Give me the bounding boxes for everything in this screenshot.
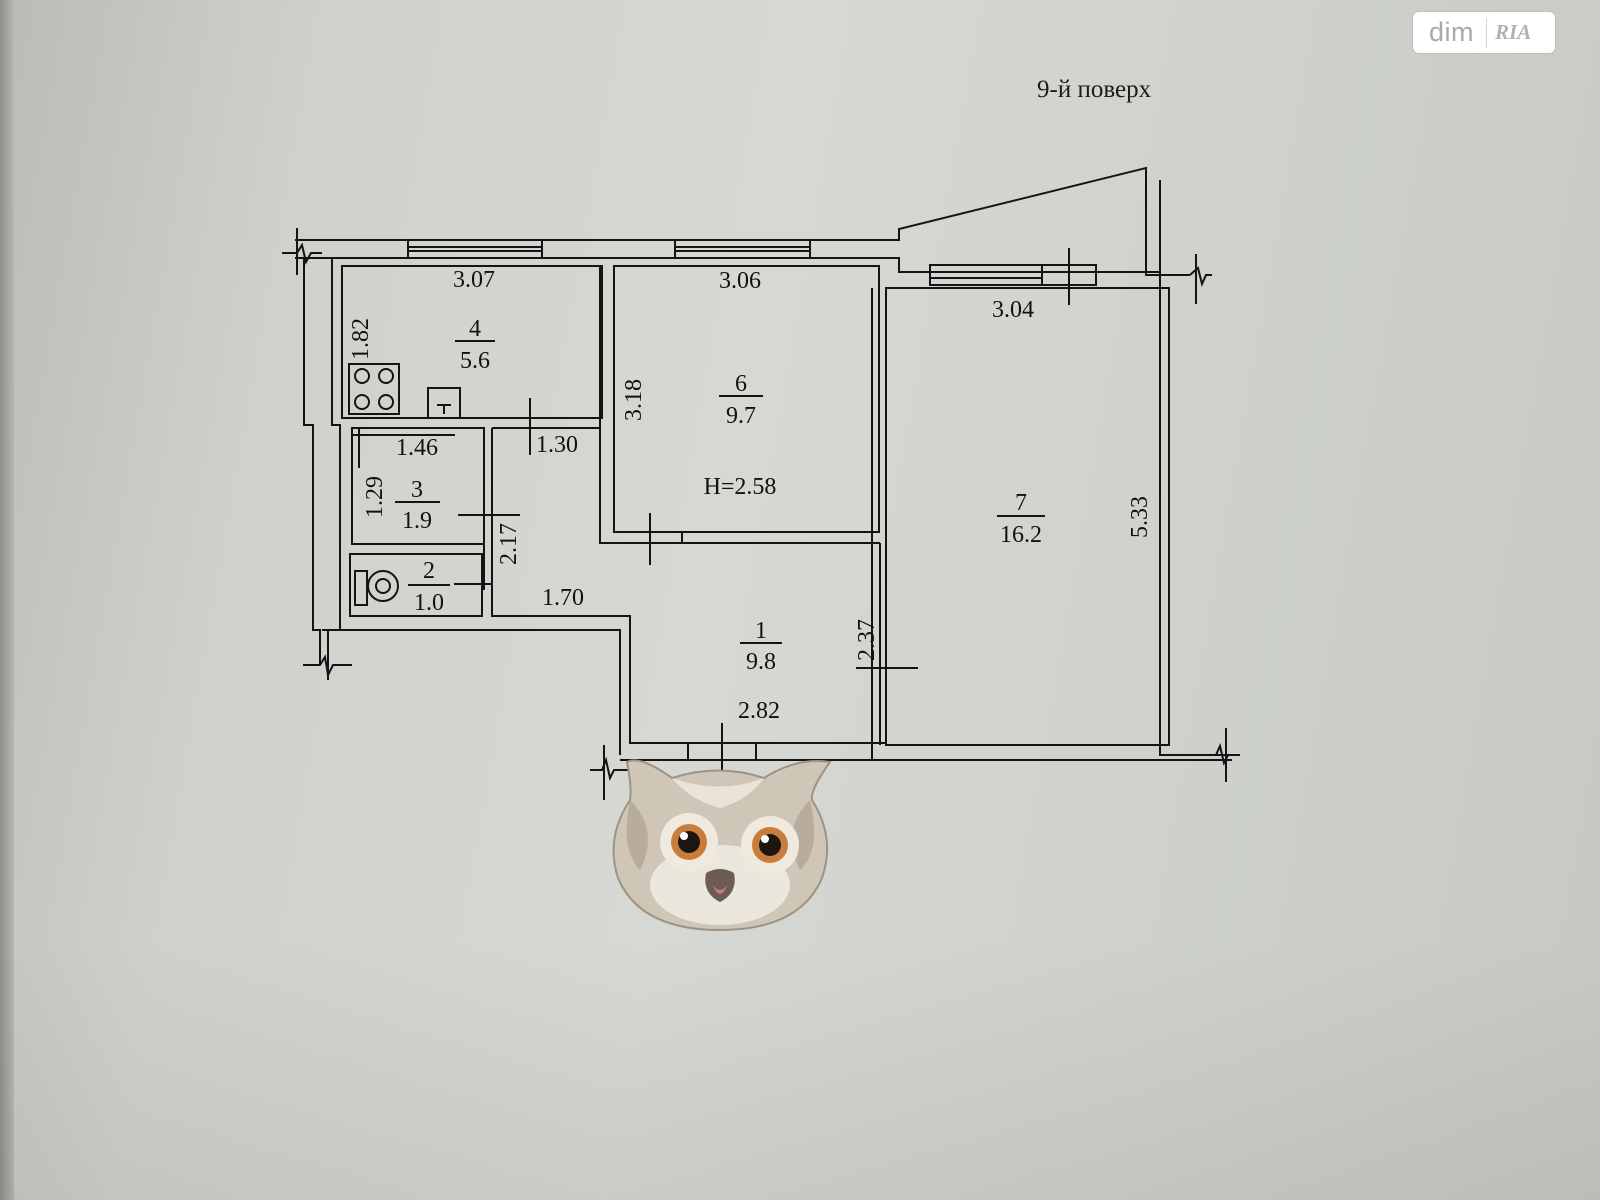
room-7-area: 16.2 <box>1000 522 1042 548</box>
dim-corridor-width: 1.70 <box>542 585 584 611</box>
room-7-id: 7 <box>1015 490 1027 516</box>
room-4-id: 4 <box>469 316 481 342</box>
area-bars <box>395 340 1045 644</box>
dim-room6-width: 3.06 <box>719 268 761 294</box>
dim-room7-depth: 5.33 <box>1127 496 1153 538</box>
room-4-area: 5.6 <box>460 348 490 374</box>
room-3-id: 3 <box>411 477 423 503</box>
dim-corridor-depth: 2.17 <box>496 523 522 565</box>
owl-sticker-icon <box>612 759 832 932</box>
dim-corridor-short: 1.30 <box>536 432 578 458</box>
dim-bath-width: 1.46 <box>396 435 438 461</box>
dim-kitchen-width: 3.07 <box>453 267 495 293</box>
room-1-area: 9.8 <box>746 649 776 675</box>
dim-hall-width: 2.82 <box>738 698 780 724</box>
dim-room6-depth: 3.18 <box>621 379 647 421</box>
page-shade <box>0 940 1600 1200</box>
room-2-area: 1.0 <box>414 590 444 616</box>
watermark-brand: dim <box>1429 17 1475 47</box>
watermark-divider <box>1486 17 1488 48</box>
room-6-id: 6 <box>735 371 747 397</box>
watermark-sub: RIA <box>1495 20 1532 44</box>
page-edge-shadow <box>0 0 14 1200</box>
walls <box>282 166 1240 800</box>
dim-hall-depth: 2.37 <box>854 619 880 661</box>
room-3-area: 1.9 <box>402 508 432 534</box>
room-2-id: 2 <box>423 558 435 584</box>
watermark-logo: dim RIA <box>1413 12 1555 53</box>
dim-kitchen-depth: 1.82 <box>348 318 374 360</box>
ceiling-height: H=2.58 <box>704 474 777 500</box>
dim-room7-width: 3.04 <box>992 297 1034 323</box>
room-6-area: 9.7 <box>726 403 756 429</box>
room-1-id: 1 <box>755 618 767 644</box>
dim-bath-depth: 1.29 <box>362 476 388 518</box>
floor-label: 9-й поверх <box>1037 76 1152 103</box>
